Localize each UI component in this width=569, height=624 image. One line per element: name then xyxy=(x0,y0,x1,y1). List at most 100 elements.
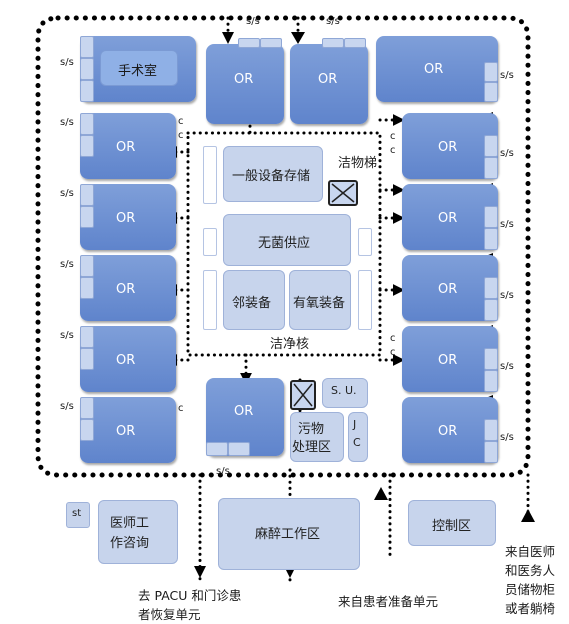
anesthesia-work-area xyxy=(218,498,360,570)
sterile-supply-label: 无菌供应 xyxy=(258,236,311,251)
or-label: OR xyxy=(234,404,254,419)
dirty-area xyxy=(290,412,344,462)
or-tab xyxy=(484,277,498,299)
or-tab xyxy=(344,38,366,48)
pacu-note: 去 PACU 和门诊患 者恢复单元 xyxy=(138,586,241,624)
or-tab xyxy=(484,157,498,179)
or-label: OR xyxy=(438,353,458,368)
ss-marker: s/s xyxy=(500,290,514,301)
jc-label-c: C xyxy=(353,436,361,449)
core-cabinet xyxy=(203,146,217,204)
c-marker: c xyxy=(390,145,396,156)
control-label: 控制区 xyxy=(432,519,472,534)
or-tab xyxy=(260,38,282,48)
or-tab xyxy=(80,255,94,277)
control-area xyxy=(408,500,496,546)
or-tab xyxy=(484,419,498,441)
core-cabinet xyxy=(358,270,372,330)
surgery-room: 手术室 xyxy=(80,36,196,102)
pacu-note-line-1: 去 PACU 和门诊患 xyxy=(138,588,242,603)
or-tab xyxy=(484,228,498,250)
or-room-left-4 xyxy=(80,326,176,392)
or-label: OR xyxy=(116,282,136,297)
or-room-top-right xyxy=(376,36,498,102)
clean-elevator-label: 洁物梯 xyxy=(338,156,378,171)
or-room-left-5 xyxy=(80,397,176,463)
or-tab xyxy=(238,38,260,48)
ss-marker: s/s xyxy=(246,16,260,27)
anesthesia-label: 麻醉工作区 xyxy=(255,527,321,542)
dirty-elevator-icon xyxy=(290,380,316,410)
ss-marker: s/s xyxy=(60,117,74,128)
or-tab xyxy=(484,370,498,392)
or-tab xyxy=(484,135,498,157)
or-tab xyxy=(80,397,94,419)
surgery-room-label: 手术室 xyxy=(118,64,158,79)
or-label: OR xyxy=(318,72,338,87)
physician-consult-label-1: 医师工 xyxy=(110,516,150,531)
ss-marker: s/s xyxy=(60,259,74,270)
su-label: S. U. xyxy=(331,384,357,397)
or-tab xyxy=(484,62,498,82)
st-room xyxy=(66,502,90,528)
c-marker: c xyxy=(178,116,184,127)
core-cabinet xyxy=(203,270,217,330)
clean-core-label: 洁净核 xyxy=(270,337,310,352)
or-tab xyxy=(484,206,498,228)
c-marker: c xyxy=(390,347,396,358)
oxygen-equipment-label: 有氧装备 xyxy=(293,296,346,311)
oxygen-equipment xyxy=(289,270,351,330)
ss-marker: s/s xyxy=(216,466,230,477)
dirty-area-label-2: 处理区 xyxy=(292,440,332,455)
core-cabinet xyxy=(358,228,372,256)
or-tab xyxy=(484,348,498,370)
jc-room xyxy=(348,412,368,462)
c-marker: c xyxy=(390,131,396,142)
or-label: OR xyxy=(438,140,458,155)
surgery-room-tab xyxy=(80,80,94,102)
ss-marker: s/s xyxy=(60,401,74,412)
dirty-area-label-1: 污物 xyxy=(298,422,325,437)
staff-note-line-4: 或者躺椅 xyxy=(505,601,556,616)
staff-note-line-1: 来自医师 xyxy=(505,544,556,559)
or-tab xyxy=(484,82,498,102)
surgery-room-tab xyxy=(80,36,94,58)
or-room-left-1 xyxy=(80,113,176,179)
or-label: OR xyxy=(116,211,136,226)
or-room-right-2 xyxy=(402,184,498,250)
ss-marker: s/s xyxy=(500,219,514,230)
ss-marker: s/s xyxy=(500,432,514,443)
sterile-supply xyxy=(223,214,351,266)
or-label: OR xyxy=(438,211,458,226)
physician-consult-label-2: 作咨询 xyxy=(110,536,150,551)
or-tab xyxy=(484,441,498,463)
surgery-room-tab xyxy=(80,58,94,80)
surgery-room-inner xyxy=(100,50,178,86)
or-label: OR xyxy=(438,424,458,439)
or-room-right-5 xyxy=(402,397,498,463)
su-room xyxy=(322,378,368,408)
physician-consult xyxy=(98,500,178,564)
or-label: OR xyxy=(438,282,458,297)
or-room-right-4 xyxy=(402,326,498,392)
pacu-note-line-2: 者恢复单元 xyxy=(138,607,201,622)
or-room-left-3 xyxy=(80,255,176,321)
outer-corridor-loop xyxy=(35,15,531,478)
st-label: st xyxy=(72,508,82,519)
or-label: OR xyxy=(116,424,136,439)
ss-marker: s/s xyxy=(500,148,514,159)
or-tab xyxy=(80,206,94,228)
general-storage-label: 一般设备存储 xyxy=(232,169,311,184)
c-marker: c xyxy=(178,130,184,141)
or-tab xyxy=(228,442,250,456)
ss-marker: s/s xyxy=(60,188,74,199)
staff-note-line-3: 员储物柜 xyxy=(505,582,556,597)
or-tab xyxy=(484,299,498,321)
or-room-left-2 xyxy=(80,184,176,250)
or-tab xyxy=(80,277,94,299)
staff-note-line-2: 和医务人 xyxy=(505,563,556,578)
or-room-top-1 xyxy=(206,44,284,124)
or-tab xyxy=(80,326,94,348)
general-storage xyxy=(223,146,323,202)
